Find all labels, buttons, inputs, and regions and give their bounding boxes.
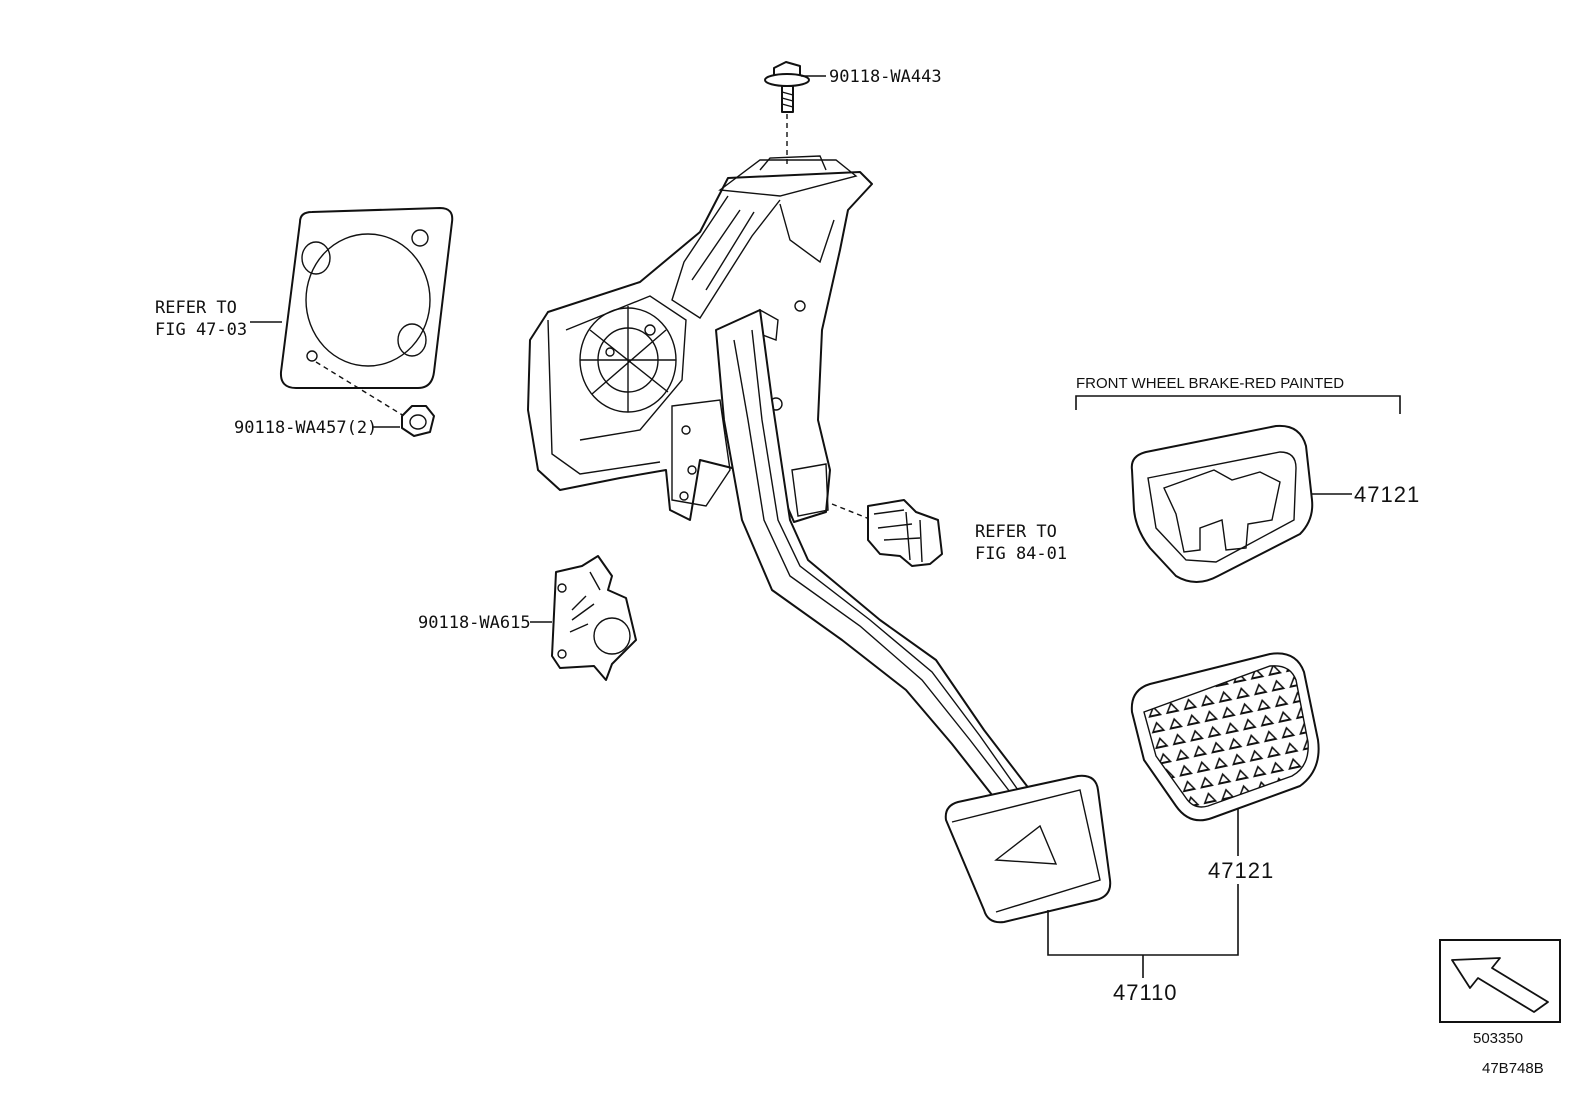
pedal-support-bracket[interactable] xyxy=(527,155,873,523)
nut-90118-WA457[interactable] xyxy=(401,405,435,437)
stop-lamp-switch[interactable] xyxy=(867,499,943,567)
pad-cover-rubber-47121[interactable] xyxy=(1130,652,1320,822)
label-refer-fig-47-03-line1: REFER TO xyxy=(155,298,237,318)
front-direction-arrow-icon xyxy=(1439,939,1561,1023)
bolt-90118-WA443[interactable] xyxy=(764,61,810,113)
footer-diagram-id: 47B748B xyxy=(1482,1060,1544,1077)
pad-cover-red-painted-47121[interactable] xyxy=(1130,424,1314,583)
footer-code: 503350 xyxy=(1473,1030,1523,1047)
label-bolt-90118-WA443: 90118-WA443 xyxy=(829,67,942,87)
label-pad-rubber-47121: 47121 xyxy=(1208,858,1274,883)
note-front-wheel-brake: FRONT WHEEL BRAKE-RED PAINTED xyxy=(1076,375,1344,392)
gasket-plate-fig-47-03[interactable] xyxy=(279,207,454,389)
label-bracket-90118-WA615: 90118-WA615 xyxy=(418,613,531,633)
label-pad-red-47121: 47121 xyxy=(1354,482,1420,507)
label-nut-90118-WA457: 90118-WA457(2) xyxy=(234,418,377,438)
label-refer-fig-84-01-line1: REFER TO xyxy=(975,522,1057,542)
pedal-pad-plate[interactable] xyxy=(944,774,1112,924)
label-pedal-assy-47110: 47110 xyxy=(1113,980,1178,1005)
label-refer-fig-47-03-line2: FIG 47-03 xyxy=(155,320,247,340)
bracket-90118-WA615[interactable] xyxy=(551,555,637,681)
label-refer-fig-84-01-line2: FIG 84-01 xyxy=(975,544,1067,564)
